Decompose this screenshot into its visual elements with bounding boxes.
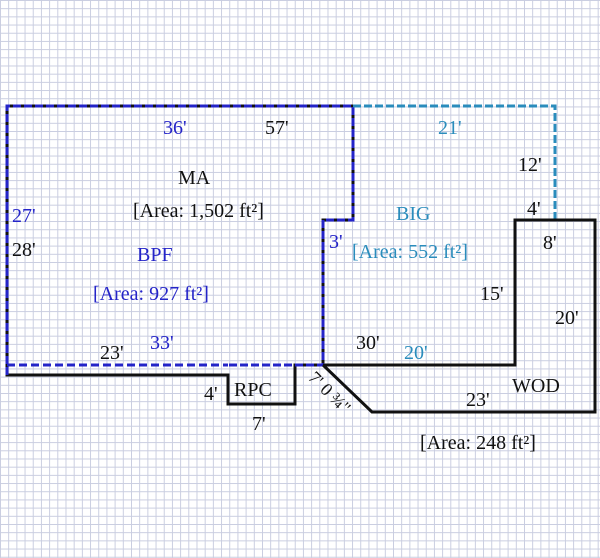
- wod-outline: [321, 218, 597, 414]
- dim-bpf-top: 36': [163, 117, 187, 139]
- rpc-label: RPC: [234, 379, 272, 401]
- bpf-area: [Area: 927 ft²]: [93, 283, 209, 305]
- big-area: [Area: 552 ft²]: [352, 241, 468, 263]
- dim-wod-right: 20': [555, 307, 579, 329]
- big-outline: [353, 104, 557, 220]
- wod-area: [Area: 248 ft²]: [420, 432, 536, 454]
- wod-label: WOD: [512, 375, 560, 397]
- dim-ma-bottom-right: 30': [356, 332, 380, 354]
- dim-bpf-left: 27': [12, 205, 36, 227]
- dim-wod-top: 8': [543, 232, 557, 254]
- dim-rpc-bottom: 7': [252, 413, 266, 435]
- dim-big-notch: 4': [527, 198, 541, 220]
- ma-outline: [5, 104, 355, 406]
- dim-ma-top: 57': [265, 117, 289, 139]
- dim-big-top: 21': [438, 117, 462, 139]
- dim-bpf-bottom: 33': [150, 332, 174, 354]
- bpf-label: BPF: [137, 244, 173, 266]
- ma-area: [Area: 1,502 ft²]: [133, 200, 264, 222]
- dim-ma-left: 28': [12, 239, 36, 261]
- dim-big-step: 3': [329, 231, 343, 253]
- dim-big-right: 12': [518, 154, 542, 176]
- big-label: BIG: [396, 203, 431, 225]
- dim-rpc-side: 4': [204, 383, 218, 405]
- dim-wod-bottom: 23': [466, 389, 490, 411]
- dim-wod-inner: 15': [480, 283, 504, 305]
- dim-ma-bottom: 23': [100, 342, 124, 364]
- dim-big-bottom: 20': [404, 342, 428, 364]
- bpf-outline-solid: [5, 104, 355, 375]
- ma-label: MA: [178, 167, 211, 189]
